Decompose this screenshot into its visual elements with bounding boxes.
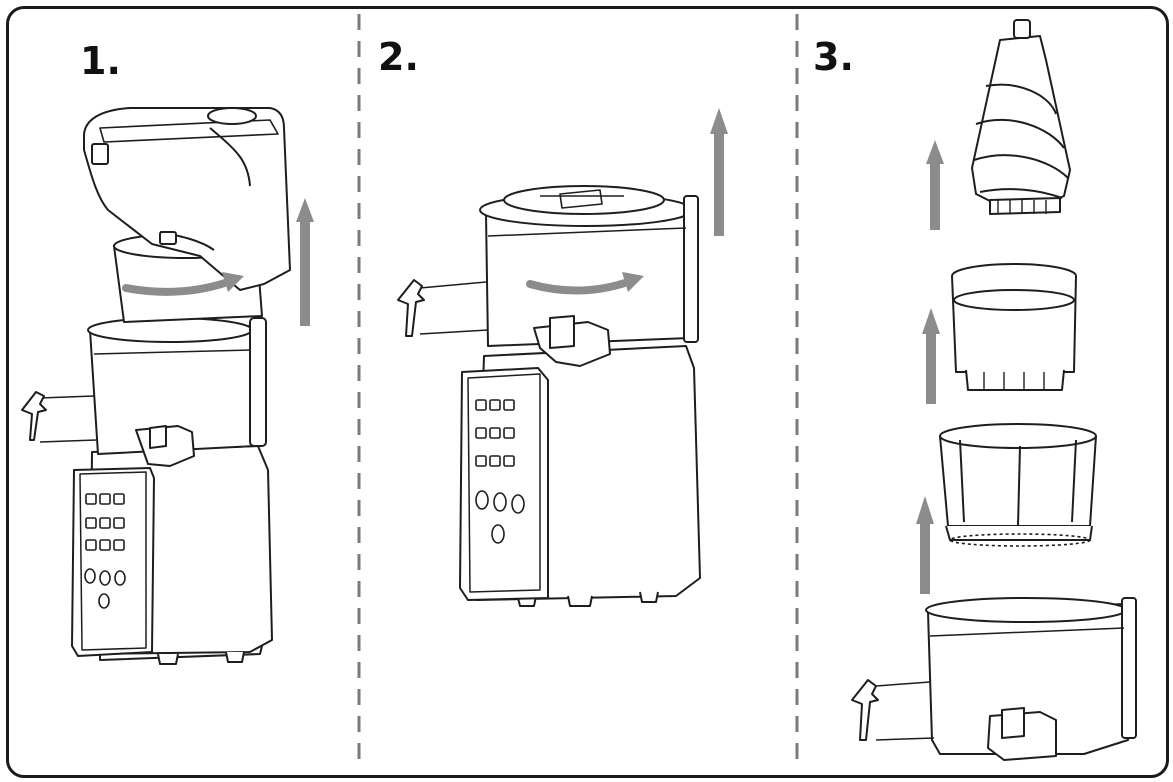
step-3-arrow-3-head (916, 496, 934, 524)
step-2-juicer (397, 185, 701, 607)
step-3-bowl (851, 597, 1137, 761)
step-3-brush (939, 423, 1097, 547)
step-1-lift-arrow-shaft (300, 218, 310, 326)
step-1-number: 1. (80, 39, 121, 83)
step-2-number: 2. (378, 35, 419, 79)
step-2-lift-arrowhead (710, 108, 728, 134)
step-3-arrow-2-shaft (926, 330, 936, 404)
step-2-rotate-arrowhead (622, 272, 644, 292)
step-2-rotate-arrow (526, 278, 632, 295)
step-3-screen (951, 263, 1077, 391)
step-3-arrow-1-head (926, 140, 944, 164)
step-1-rotate-arrowhead (222, 272, 244, 292)
step-3-arrow-3-shaft (920, 520, 930, 594)
step-3-arrow-2-head (922, 308, 940, 334)
step-1-lift-arrowhead (296, 198, 314, 222)
step-1-juicer (21, 107, 291, 665)
step-3-number: 3. (813, 35, 854, 79)
step-3-auger (971, 19, 1071, 215)
step-1-rotate-arrow (122, 278, 232, 296)
step-3-arrow-1-shaft (930, 160, 940, 230)
step-2-lift-arrow-shaft (714, 130, 724, 236)
